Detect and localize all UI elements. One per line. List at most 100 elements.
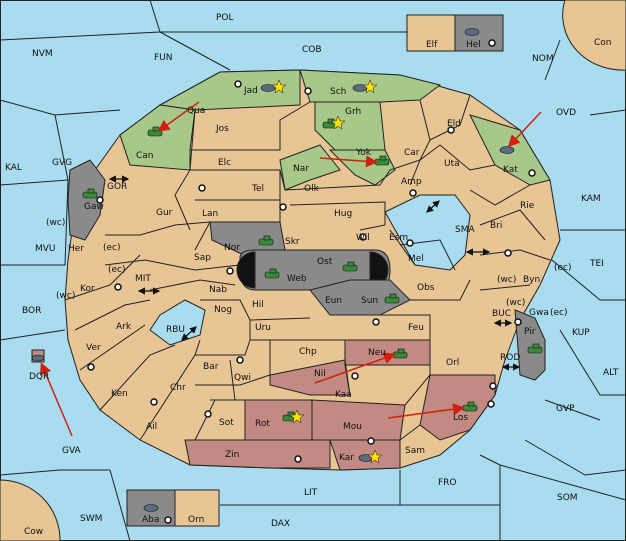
region-label-bri: Bri xyxy=(490,221,502,231)
region-label-ken: Ken xyxy=(111,389,128,399)
region-label-sch: Sch xyxy=(330,87,346,97)
army-neu xyxy=(392,348,408,359)
label-rod: ROD xyxy=(500,353,520,363)
region-label-hel: Hel xyxy=(466,40,481,50)
region-label-wil: Wil xyxy=(356,233,370,243)
region-label-obs: Obs xyxy=(417,283,435,293)
region-label-nog: Nog xyxy=(214,305,232,315)
region-label-yok: Yok xyxy=(355,148,372,158)
region-zin[interactable] xyxy=(184,439,331,469)
label-dqr: DQR xyxy=(29,372,49,382)
region-label-kor: Kor xyxy=(80,284,95,294)
region-label-gur: Gur xyxy=(156,208,173,218)
region-label-uru: Uru xyxy=(255,323,271,333)
label-fun: FUN xyxy=(154,53,173,63)
region-label-los: Los xyxy=(453,413,468,423)
label-pol: POL xyxy=(216,13,234,23)
region-label-olk: Olk xyxy=(304,184,320,194)
region-label-hil: Hil xyxy=(252,300,264,310)
region-label-lan: Lan xyxy=(202,209,218,219)
land-borders xyxy=(64,94,551,441)
region-orn[interactable] xyxy=(174,489,220,527)
region-label-elc: Elc xyxy=(218,158,231,168)
label-gvg: GVG xyxy=(52,158,72,168)
region-label-kat: Kat xyxy=(503,165,518,175)
region-label-wc4: (wc) xyxy=(506,298,525,308)
region-label-orn: Orn xyxy=(188,515,204,525)
region-label-car: Car xyxy=(404,148,420,158)
region-label-skr: Skr xyxy=(285,237,300,247)
region-web-dark-west xyxy=(236,251,256,289)
fleet-aba xyxy=(143,504,159,512)
label-kal: KAL xyxy=(5,163,22,173)
region-label-pir: Pir xyxy=(524,327,536,337)
region-label-esm: Esm xyxy=(389,233,408,243)
region-pir[interactable] xyxy=(514,309,546,381)
region-label-hug: Hug xyxy=(334,209,352,219)
label-swm: SWM xyxy=(80,514,102,524)
label-cob: COB xyxy=(302,45,322,55)
region-label-feu: Feu xyxy=(408,323,424,333)
region-label-jos: Jos xyxy=(215,124,229,134)
label-ovd: OVD xyxy=(556,108,576,118)
land-labels: Elf Hel Jad Sch Qua Jos Can Grh Eld Car … xyxy=(46,40,572,525)
army-pir xyxy=(527,343,543,354)
label-cow: Cow xyxy=(24,527,43,537)
region-label-kaa: Kaa xyxy=(335,390,352,400)
label-alt: ALT xyxy=(603,368,619,378)
label-som: SOM xyxy=(557,493,578,503)
region-label-mou: Mou xyxy=(343,422,362,432)
region-label-sap: Sap xyxy=(194,253,211,263)
region-label-neu: Neu xyxy=(368,348,386,358)
region-label-tel: Tel xyxy=(251,184,264,194)
army-ost xyxy=(342,261,358,272)
sea-sma-inlet xyxy=(384,194,471,271)
region-nil[interactable] xyxy=(269,359,351,396)
region-label-aba: Aba xyxy=(142,515,159,525)
region-label-ec3: (ec) xyxy=(554,263,572,273)
label-fro: FRO xyxy=(438,478,457,488)
label-mit: MIT xyxy=(135,274,151,284)
region-label-nar: Nar xyxy=(293,164,309,174)
fleet-dqr xyxy=(31,354,45,362)
region-label-ver: Ver xyxy=(86,343,101,353)
region-label-qwi: Qwi xyxy=(234,373,251,383)
label-kam: KAM xyxy=(581,194,601,204)
region-label-elf: Elf xyxy=(426,40,438,50)
region-label-wc2: (wc) xyxy=(497,275,516,285)
region-cow[interactable] xyxy=(0,479,61,541)
region-label-ec4: (ec) xyxy=(550,308,568,318)
region-label-ail: Ail xyxy=(146,422,157,432)
region-label-uta: Uta xyxy=(444,159,460,169)
region-label-chr: Chr xyxy=(170,383,186,393)
region-label-wc1: (wc) xyxy=(46,218,65,228)
region-con[interactable] xyxy=(562,0,626,71)
region-gaw[interactable] xyxy=(67,159,106,241)
region-label-qua: Qua xyxy=(187,106,205,116)
region-label-nil: Nil xyxy=(314,369,326,379)
army-gaw xyxy=(82,188,98,199)
label-rbu: RBU xyxy=(166,325,185,335)
fleet-jad xyxy=(260,84,276,92)
region-mou[interactable] xyxy=(311,399,406,441)
fleet-kat xyxy=(499,146,515,154)
region-label-sot: Sot xyxy=(219,418,234,428)
label-lit: LIT xyxy=(304,488,318,498)
region-label-amp: Amp xyxy=(401,177,422,187)
region-jad[interactable] xyxy=(158,69,301,111)
label-con: Con xyxy=(594,38,612,48)
region-neu[interactable] xyxy=(344,339,431,366)
label-tei: TEI xyxy=(589,259,604,269)
region-label-her: Her xyxy=(68,244,84,254)
region-label-wc3: (wc) xyxy=(56,291,75,301)
label-nom: NOM xyxy=(532,54,554,64)
region-label-gaw: Gaw xyxy=(84,202,104,212)
region-label-sam: Sam xyxy=(405,446,425,456)
stars xyxy=(271,79,383,464)
region-label-zin: Zin xyxy=(225,450,239,460)
region-label-gwa: Gwa xyxy=(529,308,549,318)
region-label-kar: Kar xyxy=(339,453,354,463)
label-gva: GVA xyxy=(62,446,82,456)
region-label-bar: Bar xyxy=(203,362,219,372)
